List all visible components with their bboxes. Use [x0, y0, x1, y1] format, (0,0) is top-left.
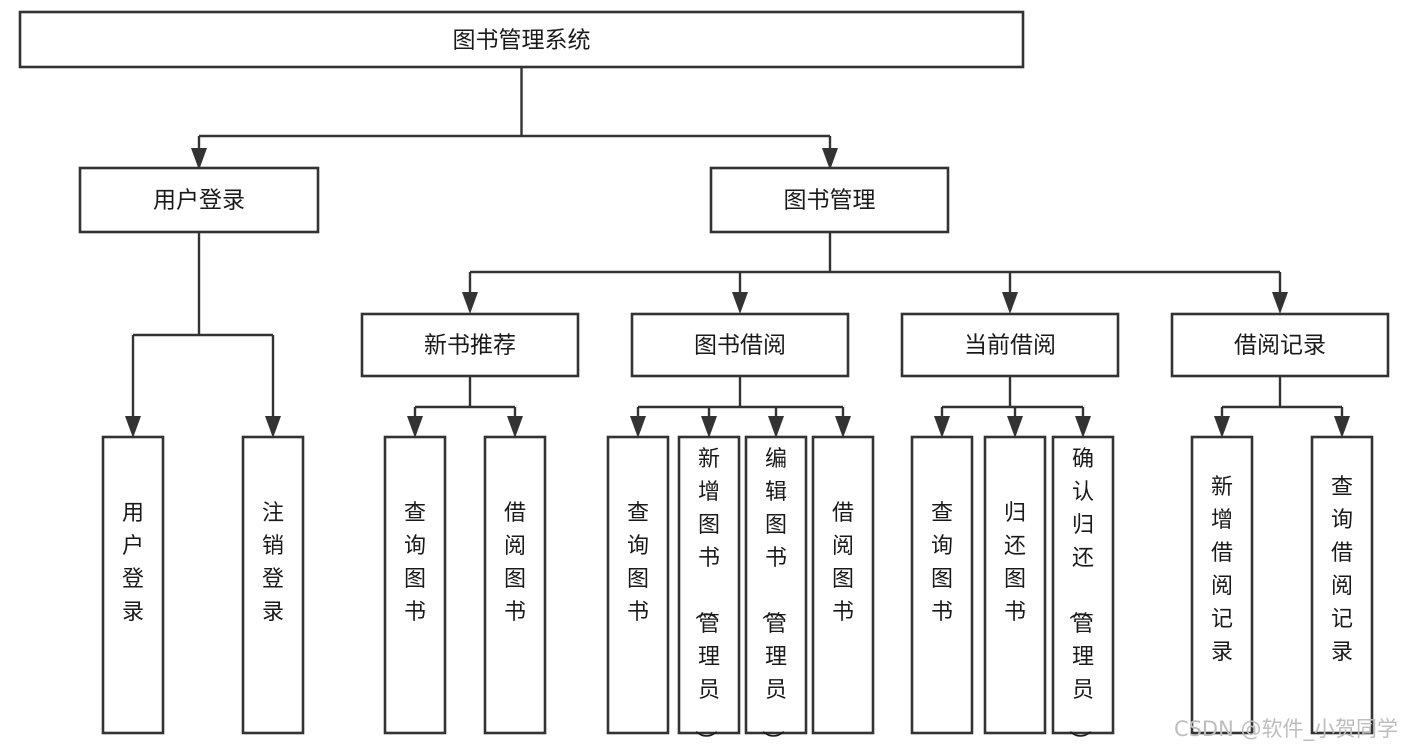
arrow-nbr-leaf-1 — [407, 416, 423, 438]
node-book-management-label: 图书管理 — [784, 188, 876, 214]
node-leaf-return-book[interactable]: 归还图书 — [983, 435, 1047, 735]
node-leaf-add-borrow-record-label: 新增借阅记录 — [1211, 475, 1233, 665]
arrow-root-to-user-login — [191, 148, 207, 170]
node-leaf-query-borrow-record-box[interactable] — [1310, 435, 1374, 735]
node-leaf-query-book-recommend-label: 查询图书 — [404, 501, 426, 625]
node-borrow-record-label: 借阅记录 — [1234, 333, 1326, 359]
edge-book-borrow-to-leaves — [636, 376, 845, 427]
node-leaf-query-book-current[interactable]: 查询图书 — [910, 435, 974, 735]
edge-book-management-to-level3-bus — [468, 232, 1282, 305]
arrow-user-login-to-leaf-user-logout — [265, 416, 281, 438]
node-root-label: 图书管理系统 — [453, 28, 591, 54]
node-leaf-borrow-book-box[interactable] — [811, 435, 875, 735]
node-leaf-edit-book-admin-box[interactable] — [744, 435, 808, 735]
node-book-borrow-label: 图书借阅 — [694, 333, 786, 359]
edge-root-to-level2-bus — [197, 67, 832, 158]
edge-borrow-record-to-leaves — [1220, 376, 1344, 427]
node-leaf-user-logout-box[interactable] — [241, 435, 305, 735]
node-new-book-recommend[interactable]: 新书推荐 — [360, 312, 580, 378]
arrow-cb-leaf-1 — [934, 416, 950, 438]
arrow-br-leaf-1 — [1214, 416, 1230, 438]
arrow-to-borrow-record — [1272, 292, 1288, 314]
node-leaf-borrow-book[interactable]: 借阅图书 — [811, 435, 875, 735]
node-leaf-borrow-book-label: 借阅图书 — [832, 501, 854, 625]
arrow-bb-leaf-3 — [768, 416, 784, 438]
arrow-br-leaf-2 — [1334, 416, 1350, 438]
arrow-root-to-book-management — [822, 148, 838, 170]
node-leaf-user-login[interactable]: 用户登录 — [101, 435, 165, 735]
node-leaf-confirm-return-admin[interactable]: 确认归还（管理员） — [1051, 435, 1115, 747]
node-root-box[interactable] — [18, 10, 1025, 69]
node-leaf-return-book-label: 归还图书 — [1004, 501, 1026, 625]
arrow-bb-leaf-1 — [630, 416, 646, 438]
node-leaf-borrow-book-recommend-label: 借阅图书 — [504, 501, 526, 625]
node-current-borrow-box[interactable] — [900, 312, 1120, 378]
node-leaf-return-book-box[interactable] — [983, 435, 1047, 735]
edge-user-login-to-leaves-bus — [131, 232, 275, 427]
node-leaf-edit-book-admin[interactable]: 编辑图书（管理员） — [744, 435, 808, 747]
node-leaf-user-logout[interactable]: 注销登录 — [241, 435, 305, 735]
node-current-borrow-label: 当前借阅 — [964, 333, 1056, 359]
node-leaf-user-login-box[interactable] — [101, 435, 165, 735]
csdn-watermark: CSDN @软件_小贺同学 — [1174, 717, 1398, 742]
arrow-cb-leaf-2 — [1007, 416, 1023, 438]
node-leaf-add-book-admin[interactable]: 新增图书（管理员） — [677, 435, 741, 747]
node-borrow-record[interactable]: 借阅记录 — [1170, 312, 1390, 378]
node-leaf-query-book-borrow[interactable]: 查询图书 — [606, 435, 670, 735]
node-leaf-query-book-recommend[interactable]: 查询图书 — [383, 435, 447, 735]
node-user-login[interactable]: 用户登录 — [78, 166, 320, 234]
arrow-to-current-borrow — [1002, 292, 1018, 314]
arrow-bb-leaf-4 — [835, 416, 851, 438]
node-leaf-query-book-borrow-box[interactable] — [606, 435, 670, 735]
node-book-borrow-box[interactable] — [630, 312, 850, 378]
node-leaf-edit-book-admin-label: 编辑图书（管理员） — [759, 447, 787, 747]
node-borrow-record-box[interactable] — [1170, 312, 1390, 378]
arrow-cb-leaf-3 — [1075, 416, 1091, 438]
node-leaf-query-book-current-label: 查询图书 — [931, 501, 953, 625]
node-leaf-query-book-borrow-label: 查询图书 — [627, 501, 649, 625]
node-user-login-label: 用户登录 — [153, 188, 245, 214]
connector-layer — [125, 67, 1350, 438]
node-new-book-recommend-box[interactable] — [360, 312, 580, 378]
node-root[interactable]: 图书管理系统 — [18, 10, 1025, 69]
node-user-login-box[interactable] — [78, 166, 320, 234]
node-current-borrow[interactable]: 当前借阅 — [900, 312, 1120, 378]
node-leaf-query-book-recommend-box[interactable] — [383, 435, 447, 735]
node-leaf-borrow-book-recommend[interactable]: 借阅图书 — [483, 435, 547, 735]
node-new-book-recommend-label: 新书推荐 — [424, 333, 516, 359]
node-leaf-add-book-admin-label: 新增图书（管理员） — [692, 447, 720, 747]
node-leaf-query-borrow-record-label: 查询借阅记录 — [1331, 475, 1353, 665]
edge-new-book-recommend-to-leaves — [413, 376, 517, 427]
node-leaf-query-borrow-record[interactable]: 查询借阅记录 — [1310, 435, 1374, 735]
leaf-nodes-layer: 用户登录 注销登录 查询图书 借阅图书 查询图书 新增图书（管理员） 编辑图书（… — [101, 435, 1374, 747]
node-leaf-borrow-book-recommend-box[interactable] — [483, 435, 547, 735]
node-leaf-add-book-admin-box[interactable] — [677, 435, 741, 735]
node-leaf-user-logout-label: 注销登录 — [262, 501, 284, 625]
node-leaf-query-book-current-box[interactable] — [910, 435, 974, 735]
node-leaf-add-borrow-record[interactable]: 新增借阅记录 — [1190, 435, 1254, 735]
node-book-borrow[interactable]: 图书借阅 — [630, 312, 850, 378]
arrow-bb-leaf-2 — [701, 416, 717, 438]
node-book-management-box[interactable] — [709, 166, 950, 234]
node-book-management[interactable]: 图书管理 — [709, 166, 950, 234]
arrow-nbr-leaf-2 — [507, 416, 523, 438]
arrow-to-book-borrow — [732, 292, 748, 314]
node-leaf-user-login-label: 用户登录 — [122, 501, 144, 625]
arrow-user-login-to-leaf-user-login — [125, 416, 141, 438]
node-leaf-confirm-return-admin-label: 确认归还（管理员） — [1066, 447, 1094, 747]
node-leaf-add-borrow-record-box[interactable] — [1190, 435, 1254, 735]
arrow-to-new-book-recommend — [462, 292, 478, 314]
node-leaf-confirm-return-admin-box[interactable] — [1051, 435, 1115, 735]
